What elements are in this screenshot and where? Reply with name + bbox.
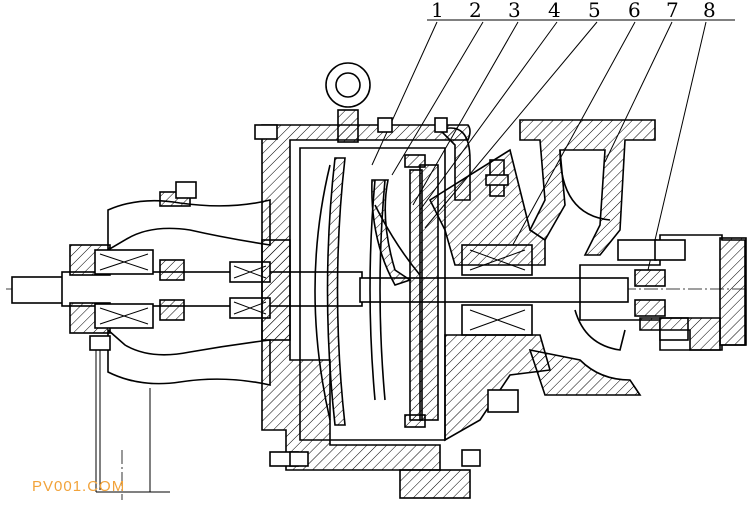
callout-6: 6 xyxy=(628,0,641,22)
volute-discharge xyxy=(519,119,656,396)
callout-2: 2 xyxy=(469,0,482,22)
callout-leaders xyxy=(371,19,735,271)
callout-3: 3 xyxy=(508,0,521,22)
callout-1: 1 xyxy=(431,0,444,22)
suction-flange xyxy=(579,234,747,351)
callout-5: 5 xyxy=(588,0,601,22)
callout-numbers: 1 2 3 4 5 6 7 8 xyxy=(431,0,716,22)
watermark: PV001.COM xyxy=(32,478,126,495)
callout-7: 7 xyxy=(666,0,679,22)
callout-4: 4 xyxy=(548,0,561,22)
bolts xyxy=(89,117,448,467)
callout-8: 8 xyxy=(703,0,716,22)
shaft xyxy=(11,271,629,307)
impeller xyxy=(369,154,439,428)
casing xyxy=(261,124,471,499)
seal-assembly xyxy=(428,148,552,467)
